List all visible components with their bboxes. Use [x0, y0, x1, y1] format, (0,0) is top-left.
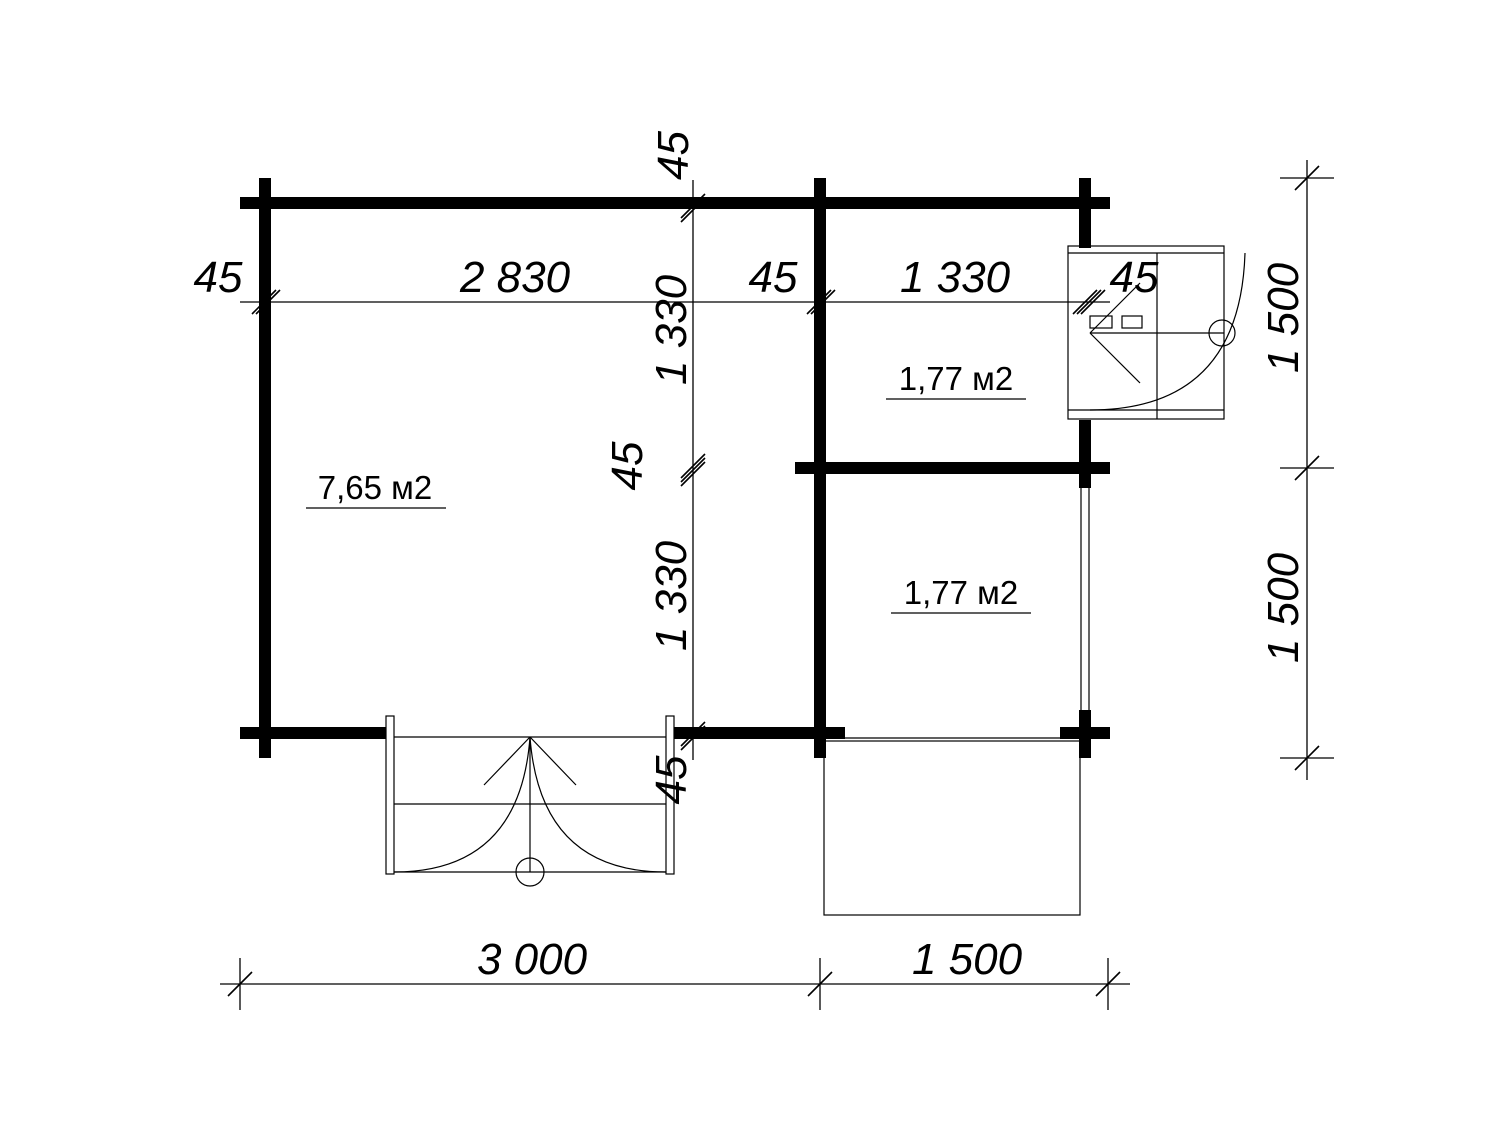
- dim-main-width: 2 830: [459, 253, 571, 302]
- dim-mid-45: 45: [749, 253, 798, 302]
- dim-right-side-lower: 1 500: [1259, 552, 1308, 663]
- dimension-lines: [220, 160, 1334, 1010]
- walls: [240, 178, 1110, 758]
- dim-vertical-upper: 1 330: [647, 274, 696, 385]
- room-area-labels: 7,65 м2 1,77 м2 1,77 м2: [306, 360, 1031, 614]
- dim-left-45: 45: [194, 253, 243, 302]
- window-right: [1080, 488, 1090, 710]
- dim-right-45: 45: [1110, 253, 1159, 302]
- dim-right-width: 1 330: [900, 253, 1011, 302]
- room-main-area: 7,65 м2: [318, 469, 432, 506]
- dim-top-45: 45: [649, 131, 698, 180]
- front-double-door: [385, 715, 675, 887]
- dim-bottom-left-total: 3 000: [477, 935, 588, 984]
- side-door: [1067, 245, 1246, 420]
- terrace: [823, 737, 1081, 916]
- dim-vertical-lower: 1 330: [647, 540, 696, 651]
- dim-vertical-bottom-45: 45: [647, 755, 696, 804]
- dim-bottom-right-total: 1 500: [912, 935, 1023, 984]
- dimension-labels: 45 45 2 830 45 1 330 45 1 330 45 1 330 4…: [194, 131, 1308, 984]
- dim-right-side-upper: 1 500: [1259, 262, 1308, 373]
- dim-vertical-mid-45: 45: [603, 441, 652, 490]
- room-upper-right-area: 1,77 м2: [899, 360, 1013, 397]
- room-lower-right-area: 1,77 м2: [904, 574, 1018, 611]
